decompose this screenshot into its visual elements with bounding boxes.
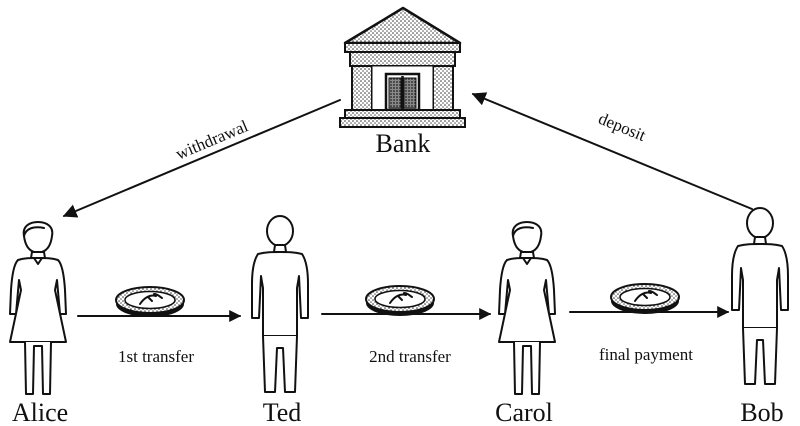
withdrawal-arrow	[62, 99, 341, 218]
alice-figure	[9, 221, 67, 395]
transfer2-label: 2nd transfer	[369, 347, 451, 366]
coin-icon	[365, 285, 435, 317]
carol-figure	[498, 221, 556, 395]
bob-figure	[731, 207, 789, 385]
coin-icon	[115, 286, 185, 318]
coin-icon	[610, 283, 680, 315]
final-payment-label: final payment	[599, 345, 693, 364]
bank-icon	[339, 6, 466, 128]
transfer1-label: 1st transfer	[118, 347, 194, 366]
ted-figure	[251, 215, 309, 393]
carol-label: Carol	[495, 398, 553, 426]
deposit-arrow	[471, 92, 753, 210]
alice-label: Alice	[12, 398, 68, 426]
ted-label: Ted	[263, 398, 302, 426]
deposit-label: deposit	[596, 109, 649, 145]
bob-label: Bob	[740, 398, 783, 426]
bank-label: Bank	[376, 129, 431, 158]
withdrawal-label: withdrawal	[173, 116, 251, 163]
